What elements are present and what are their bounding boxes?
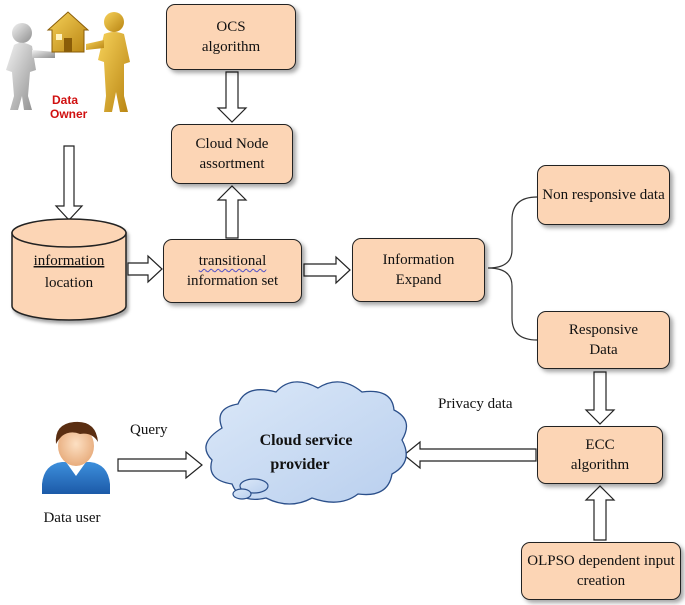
arrow-location-to-transitional bbox=[127, 254, 163, 284]
olpso-input-creation-label: OLPSO dependent input creation bbox=[527, 553, 675, 589]
transitional-label-1: transitional bbox=[198, 253, 267, 269]
olpso-input-creation-box: OLPSO dependent input creation bbox=[521, 542, 681, 600]
non-responsive-data-box: Non responsive data bbox=[537, 165, 670, 225]
non-responsive-data-label: Non responsive data bbox=[542, 187, 665, 203]
responsive-data-label: Responsive Data bbox=[568, 322, 639, 358]
arrow-ecc-to-cloud bbox=[403, 440, 537, 470]
data-owner-label-1: Data bbox=[52, 93, 78, 107]
information-expand-label: Information Expand bbox=[382, 252, 455, 288]
information-expand-box: Information Expand bbox=[352, 238, 485, 302]
cloud-service-provider-cloud bbox=[205, 381, 408, 505]
arrow-transitional-to-cloudnode bbox=[216, 185, 248, 239]
branch-connector bbox=[487, 196, 538, 341]
cloud-node-assortment-box: Cloud Node assortment bbox=[171, 124, 293, 184]
privacy-data-label: Privacy data bbox=[438, 396, 513, 412]
transitional-information-set-box: transitional information set bbox=[163, 239, 302, 303]
cloud-provider-label-1: Cloud service bbox=[260, 432, 353, 449]
information-location-cylinder bbox=[11, 218, 127, 321]
information-location-label-2: location bbox=[45, 275, 94, 291]
information-location-label-1: information bbox=[34, 253, 105, 269]
query-label: Query bbox=[130, 422, 168, 438]
arrow-transitional-to-expand bbox=[303, 255, 351, 285]
cloud-provider-label-2: provider bbox=[270, 456, 329, 473]
ecc-algorithm-box: ECC algorithm bbox=[537, 426, 663, 484]
cloud-node-assortment-label: Cloud Node assortment bbox=[195, 136, 269, 172]
data-user-icon bbox=[42, 421, 110, 494]
data-user-label: Data user bbox=[43, 510, 100, 526]
data-owner-label-2: Owner bbox=[50, 107, 88, 121]
ecc-algorithm-label: ECC algorithm bbox=[570, 437, 630, 473]
data-owner-icon bbox=[6, 11, 130, 112]
ocs-algorithm-label: OCS algorithm bbox=[201, 19, 261, 55]
arrow-user-to-cloud bbox=[117, 450, 203, 480]
ocs-algorithm-box: OCS algorithm bbox=[166, 4, 296, 70]
transitional-label-2: information set bbox=[186, 273, 279, 289]
arrow-ocs-to-cloudnode bbox=[216, 71, 248, 123]
arrow-olpso-to-ecc bbox=[584, 485, 616, 541]
responsive-data-box: Responsive Data bbox=[537, 311, 670, 369]
arrow-owner-to-location bbox=[54, 145, 84, 221]
arrow-responsive-to-ecc bbox=[584, 371, 616, 425]
